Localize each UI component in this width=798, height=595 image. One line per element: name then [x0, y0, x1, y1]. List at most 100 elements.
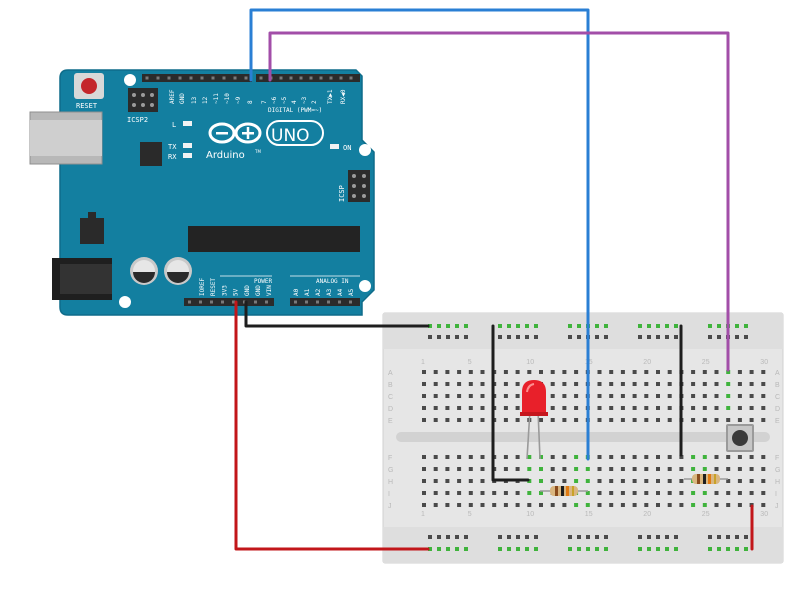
breadboard-hole	[737, 394, 742, 398]
power-jack	[52, 258, 112, 300]
power-rail-hole	[744, 335, 748, 339]
header-pin	[211, 76, 215, 80]
power-rail-hole	[595, 335, 599, 339]
digital-pin-label: ~11	[213, 93, 220, 104]
header-pin	[319, 76, 323, 80]
power-rail-hole	[516, 324, 520, 328]
digital-pin-label: RX◀0	[340, 89, 347, 104]
breadboard-hole	[515, 406, 520, 410]
header-pin	[289, 76, 293, 80]
breadboard-hole	[422, 418, 426, 422]
power-rail-hole	[446, 335, 450, 339]
row-label: H	[775, 479, 780, 486]
power-rail-hole	[638, 535, 642, 539]
row-label: G	[388, 467, 393, 474]
digital-pin-label: 4	[291, 100, 298, 104]
breadboard-hole	[632, 394, 637, 398]
column-label: 30	[760, 511, 768, 518]
power-header	[184, 298, 274, 306]
led-l-label: L	[172, 121, 176, 129]
breadboard-hole	[515, 455, 520, 459]
power-pin-label: IOREF	[199, 278, 206, 296]
breadboard-hole	[656, 382, 660, 386]
power-rail-hole	[577, 324, 581, 328]
column-label: 10	[526, 359, 534, 366]
breadboard-hole	[468, 491, 473, 495]
breadboard-hole	[620, 467, 625, 471]
breadboard-hole	[503, 418, 508, 422]
breadboard-hole	[679, 503, 684, 507]
wires	[234, 8, 754, 551]
breadboard-hole	[737, 479, 742, 483]
row-label: J	[388, 503, 392, 510]
power-rail-hole	[516, 535, 520, 539]
breadboard-hole	[726, 382, 731, 386]
power-rail-hole	[638, 324, 642, 328]
breadboard-hole	[644, 455, 649, 459]
breadboard-hole	[632, 455, 637, 459]
power-rail-hole	[735, 335, 739, 339]
breadboard-hole	[679, 479, 684, 483]
breadboard-hole	[550, 394, 555, 398]
breadboard-hole	[691, 370, 696, 374]
breadboard-hole	[726, 370, 731, 374]
breadboard-hole	[422, 479, 426, 483]
breadboard-hole	[597, 503, 602, 507]
breadboard-hole	[632, 406, 637, 410]
breadboard-hole	[597, 467, 602, 471]
led-l-indicator	[183, 121, 192, 126]
column-label: 1	[421, 359, 425, 366]
power-rail-hole	[577, 547, 581, 551]
breadboard-hole	[515, 370, 520, 374]
push-button	[726, 424, 754, 452]
power-rail-hole	[674, 547, 678, 551]
header-pin	[265, 300, 268, 304]
breadboard-hole	[749, 394, 754, 398]
breadboard-hole	[644, 491, 649, 495]
header-pin	[254, 300, 257, 304]
breadboard-hole	[574, 467, 579, 471]
breadboard-hole	[609, 479, 614, 483]
breadboard-hole	[737, 418, 742, 422]
breadboard-hole	[726, 406, 731, 410]
breadboard-hole	[527, 479, 532, 483]
uno-label: UNO	[271, 126, 310, 146]
row-label: D	[775, 406, 780, 413]
breadboard-hole	[468, 467, 473, 471]
breadboard-hole	[714, 491, 719, 495]
breadboard-hole	[714, 370, 719, 374]
breadboard-hole	[761, 491, 766, 495]
breadboard-hole	[468, 418, 473, 422]
breadboard-hole	[457, 418, 462, 422]
breadboard-hole	[457, 406, 462, 410]
power-pin-label: GND	[244, 285, 251, 296]
breadboard-hole	[620, 503, 625, 507]
usb-connector	[29, 111, 103, 165]
header-pin	[167, 76, 171, 80]
analog-pin-label: A1	[304, 288, 311, 296]
breadboard-hole	[550, 479, 555, 483]
breadboard-hole	[644, 503, 649, 507]
digital-pin-label: 12	[202, 96, 209, 104]
header-pin	[338, 300, 341, 304]
icsp2-header	[128, 88, 158, 112]
breadboard-hole	[691, 382, 696, 386]
breadboard-hole	[550, 467, 555, 471]
breadboard-hole	[457, 479, 462, 483]
digital-pin-label: ~10	[224, 93, 231, 104]
power-rail-hole	[735, 547, 739, 551]
breadboard-hole	[620, 418, 625, 422]
analog-header	[290, 298, 360, 306]
breadboard-hole	[422, 370, 426, 374]
row-label: E	[775, 418, 780, 425]
power-label: POWER	[254, 278, 272, 285]
power-rail-hole	[647, 535, 651, 539]
digital-pin-label: 8	[247, 100, 254, 104]
breadboard-hole	[433, 503, 438, 507]
breadboard-hole	[468, 479, 473, 483]
power-rail-hole	[656, 535, 660, 539]
breadboard-hole	[691, 406, 696, 410]
